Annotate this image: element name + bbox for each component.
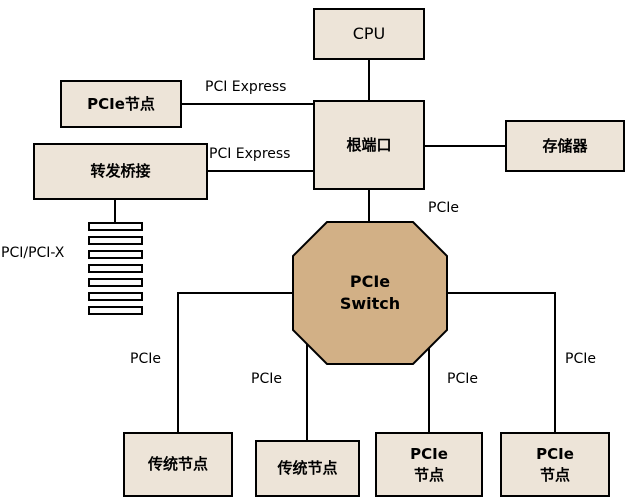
label-pcie-3: PCIe	[447, 371, 478, 387]
label-pci-pcix: PCI/PCI-X	[1, 245, 65, 261]
label-pcie-2: PCIe	[251, 371, 282, 387]
label-pci-express-2: PCI Express	[209, 146, 291, 162]
node-root-port: 根端口	[313, 100, 425, 190]
pci-bus-slot	[88, 250, 143, 259]
node-cpu: CPU	[313, 8, 425, 60]
label-pcie-root: PCIe	[428, 200, 459, 216]
node-pcie-endpoint-2: PCIe 节点	[500, 432, 610, 497]
pci-bus-slot	[88, 306, 143, 315]
node-bridge: 转发桥接	[33, 143, 208, 200]
label-pci-express-1: PCI Express	[205, 79, 287, 95]
pci-bus-slot	[88, 222, 143, 231]
pci-bus-slot	[88, 292, 143, 301]
pci-bus-slot	[88, 264, 143, 273]
pci-bus-slot	[88, 236, 143, 245]
label-pcie-4: PCIe	[565, 351, 596, 367]
node-legacy-endpoint-1: 传统节点	[123, 432, 233, 497]
node-pcie-endpoint-top: PCIe节点	[60, 80, 182, 128]
edge-switch-legacy1	[177, 292, 295, 432]
node-pcie-switch-label: PCIe Switch	[339, 272, 401, 313]
edge-switch-pcie2	[445, 292, 556, 432]
node-memory: 存储器	[505, 120, 625, 172]
node-pcie-endpoint-1: PCIe 节点	[375, 432, 483, 497]
label-pcie-1: PCIe	[130, 351, 161, 367]
pcie-switch-octagon	[292, 221, 448, 365]
pci-bus-slot	[88, 278, 143, 287]
node-legacy-endpoint-2: 传统节点	[255, 440, 360, 497]
